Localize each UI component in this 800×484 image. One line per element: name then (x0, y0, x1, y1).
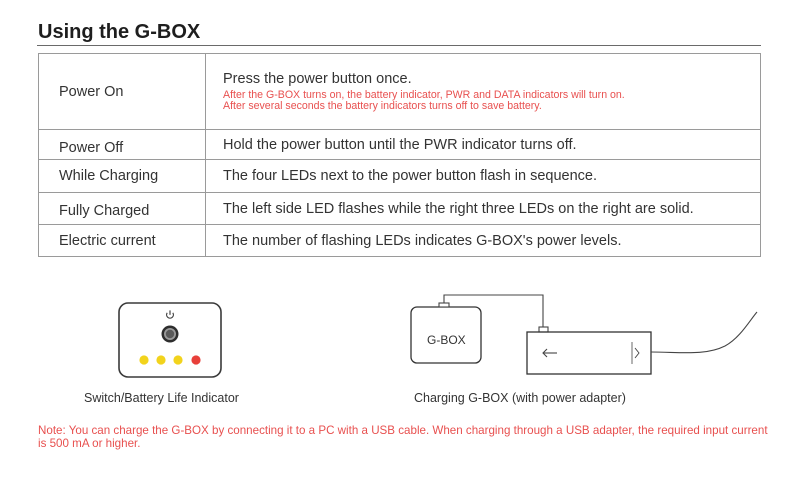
battery-led-4 (191, 355, 201, 365)
row-description-text: Press the power button once. (223, 71, 412, 87)
row-description: Press the power button once. After the G… (205, 53, 761, 130)
table-row-power-on: Power On Press the power button once. Af… (38, 53, 761, 130)
charging-caption: Charging G-BOX (with power adapter) (414, 391, 626, 405)
table-row-fully-charged: Fully Charged The left side LED flashes … (38, 192, 761, 225)
battery-caption: Switch/Battery Life Indicator (84, 391, 239, 405)
battery-led-1 (139, 355, 149, 365)
usage-table: Power On Press the power button once. Af… (38, 53, 761, 257)
section-title: Using the G-BOX (38, 21, 201, 43)
charging-note: Note: You can charge the G-BOX by connec… (38, 424, 768, 450)
title-divider (37, 45, 761, 46)
device-label: G-BOX (427, 333, 466, 347)
row-label: While Charging (38, 159, 206, 193)
row-label: Power Off (38, 129, 206, 160)
arrow-left-icon (542, 348, 557, 358)
row-label: Fully Charged (38, 192, 206, 225)
power-icon (166, 310, 174, 319)
table-row-while-charging: While Charging The four LEDs next to the… (38, 159, 761, 193)
row-description: The left side LED flashes while the righ… (205, 192, 761, 225)
battery-led-2 (156, 355, 166, 365)
row-description: The four LEDs next to the power button f… (205, 159, 761, 193)
battery-led-3 (173, 355, 183, 365)
charging-illustration (410, 294, 758, 375)
row-note-2: After several seconds the battery indica… (223, 100, 542, 112)
row-label: Power On (38, 53, 206, 130)
table-row-power-off: Power Off Hold the power button until th… (38, 129, 761, 160)
row-label: Electric current (38, 224, 206, 257)
row-note-1: After the G-BOX turns on, the battery in… (223, 89, 625, 101)
table-row-electric-current: Electric current The number of flashing … (38, 224, 761, 257)
row-description: The number of flashing LEDs indicates G-… (205, 224, 761, 257)
row-description: Hold the power button until the PWR indi… (205, 129, 761, 160)
battery-indicator-illustration (118, 302, 222, 378)
